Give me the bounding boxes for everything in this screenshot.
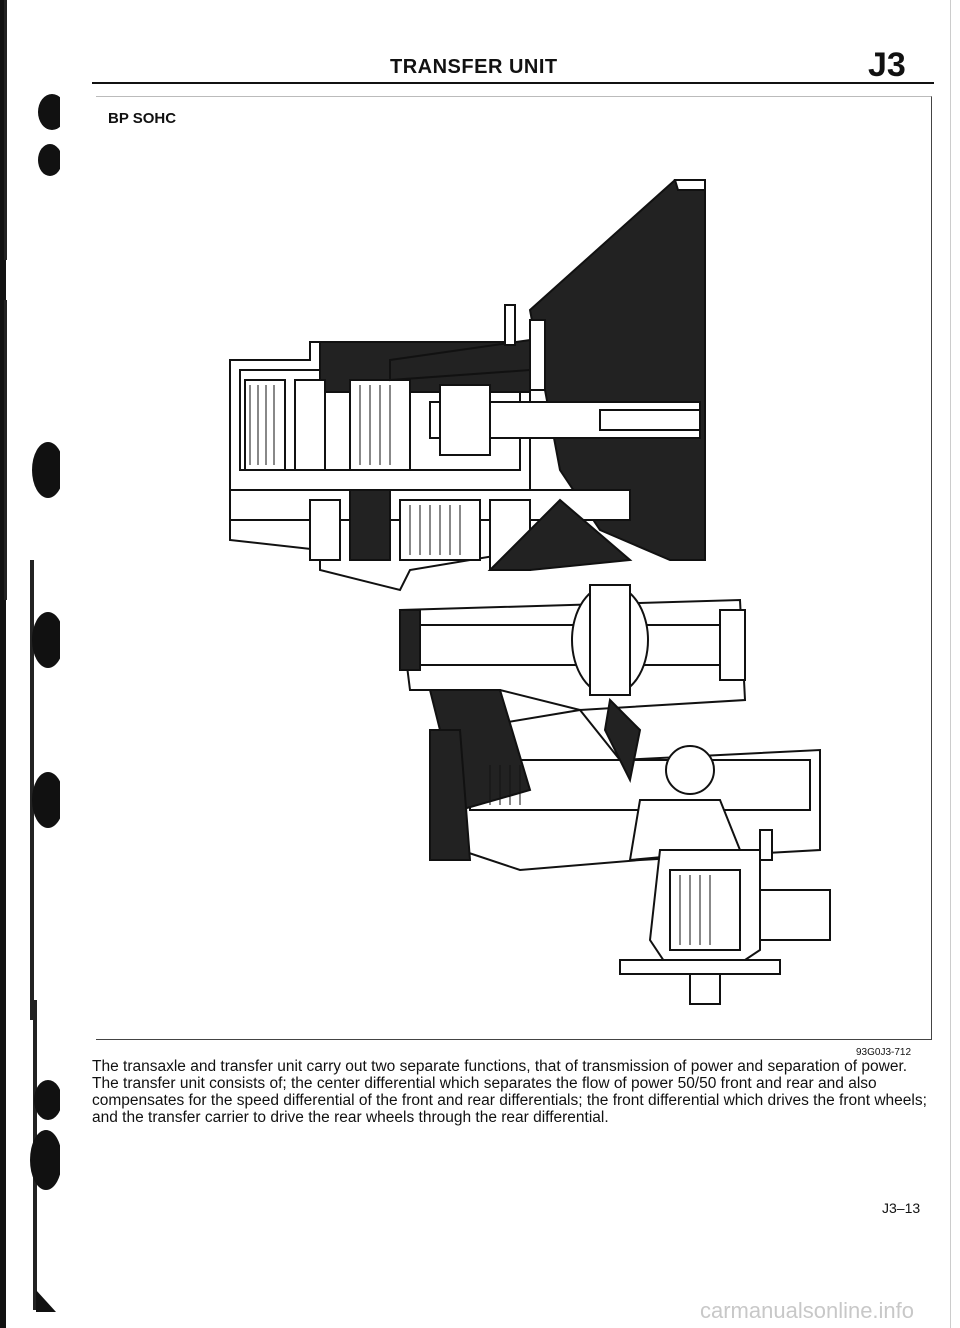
paragraph-description: The transfer unit consists of; the cente… [92, 1075, 927, 1126]
scan-edge [950, 0, 951, 1328]
page-title: TRANSFER UNIT [390, 56, 558, 78]
header-rule [92, 82, 934, 84]
page-number: J3–13 [882, 1200, 921, 1216]
section-code: J3 [868, 46, 906, 84]
body-text: The transaxle and transfer unit carry ou… [92, 1058, 934, 1126]
paragraph-functions: The transaxle and transfer unit carry ou… [92, 1058, 908, 1075]
transfer-unit-cutaway-illustration [229, 179, 831, 1005]
figure-label: BP SOHC [108, 110, 177, 127]
binding-edge-with-punch-holes [0, 0, 60, 1328]
figure-code: 93G0J3-712 [856, 1047, 912, 1058]
watermark: carmanualsonline.info [700, 1298, 915, 1323]
figure-frame [96, 96, 932, 1040]
